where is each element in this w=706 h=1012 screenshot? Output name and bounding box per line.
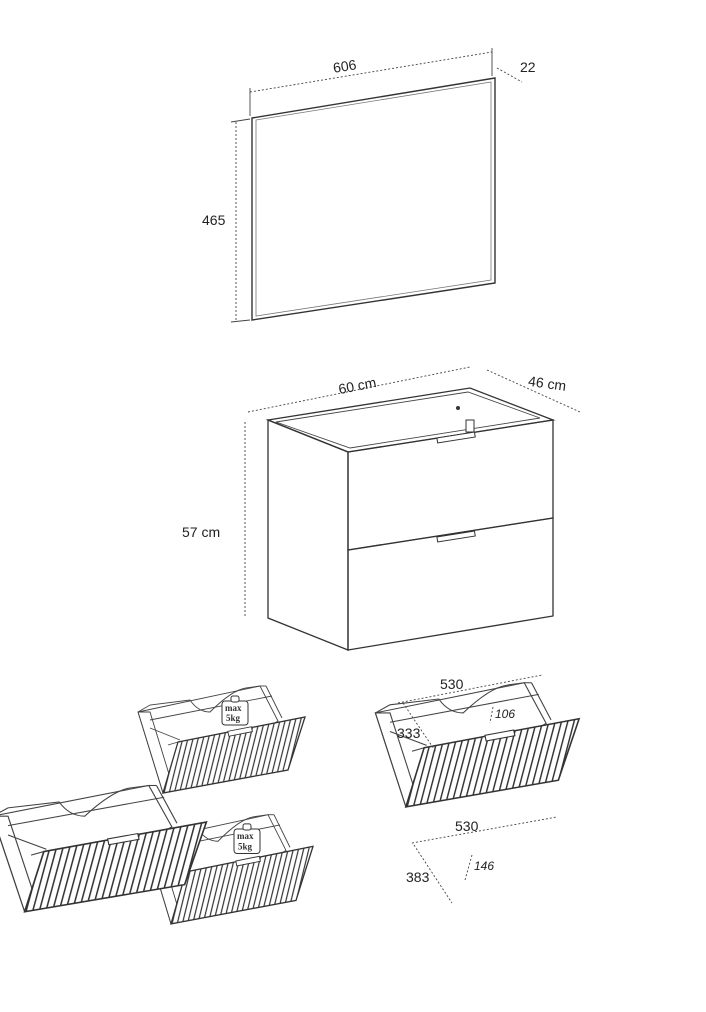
mirror-panel <box>251 77 496 321</box>
mirror-width-dimension <box>249 51 493 93</box>
upper-width-label: 530 <box>440 676 464 692</box>
cabinet-drawing: 60 cm 46 cm 57 cm <box>182 366 581 651</box>
cabinet-depth-label: 46 cm <box>527 373 567 394</box>
cabinet-width-label: 60 cm <box>337 374 377 397</box>
weight-icon: max 5kg <box>233 823 261 854</box>
drawer-top-right: 530 333 106 <box>374 674 580 808</box>
drawer-bottom-right: 530 383 146 <box>0 784 558 913</box>
upper-height-dimension <box>489 706 494 724</box>
cabinet-depth-dimension <box>486 369 581 413</box>
upper-depth-dimension <box>402 702 437 753</box>
cabinet-width-dimension <box>247 366 471 413</box>
lower-width-label: 530 <box>455 818 479 834</box>
lower-height-dimension <box>464 854 473 881</box>
drawer-bottom-left: max 5kg <box>145 814 314 925</box>
lower-width-dimension <box>411 816 558 844</box>
lower-depth-label: 383 <box>406 869 430 885</box>
mirror-depth-label: 22 <box>520 59 536 75</box>
handle-bottom <box>436 530 476 543</box>
handle-top <box>436 431 476 444</box>
cabinet-drawer-bottom <box>347 517 554 651</box>
upper-height-label: 106 <box>495 707 515 721</box>
load-value-label: 5kg <box>226 713 241 723</box>
load-max-label: max <box>237 831 254 841</box>
upper-depth-label: 333 <box>397 725 421 741</box>
mirror-height-label: 465 <box>202 212 226 228</box>
weight-icon: max 5kg <box>221 695 249 726</box>
cabinet-side <box>267 419 349 651</box>
drawer-top-left: max 5kg <box>137 685 306 794</box>
mirror-drawing: 606 22 465 <box>202 48 536 323</box>
upper-width-dimension <box>397 674 543 704</box>
lower-height-label: 146 <box>474 859 494 873</box>
cabinet-height-label: 57 cm <box>182 524 220 540</box>
load-value-label: 5kg <box>238 841 252 851</box>
lower-depth-dimension <box>413 844 453 904</box>
mirror-width-label: 606 <box>332 56 358 75</box>
load-max-label: max <box>225 703 242 713</box>
mirror-depth-dimension <box>496 67 523 83</box>
